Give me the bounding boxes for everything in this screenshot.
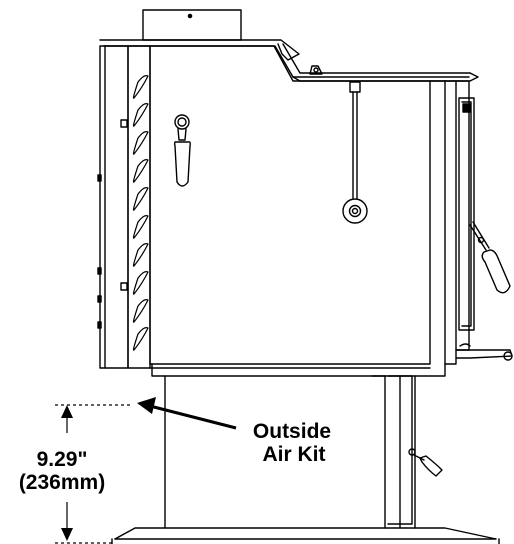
dimension-metric: (236mm) — [19, 471, 105, 494]
callout-line-2: Air Kit — [263, 443, 326, 466]
front-hinge — [455, 343, 513, 361]
front-door — [429, 80, 475, 365]
flue-collar — [142, 9, 242, 41]
air-control-handle — [173, 114, 191, 187]
dimension-imperial: 9.29" — [37, 448, 88, 471]
pedestal-handle — [408, 448, 443, 477]
rear-heat-shield — [97, 45, 151, 369]
door-handle — [469, 221, 511, 294]
side-louvers — [132, 75, 149, 351]
floor-base — [111, 527, 500, 544]
top-rail-fitting — [309, 65, 323, 75]
firebox-body — [149, 45, 446, 377]
callout-arrow — [137, 397, 237, 430]
callout-line-1: Outside — [253, 420, 331, 443]
bypass-rod — [342, 81, 368, 224]
dimension-arrowheads — [61, 405, 73, 541]
